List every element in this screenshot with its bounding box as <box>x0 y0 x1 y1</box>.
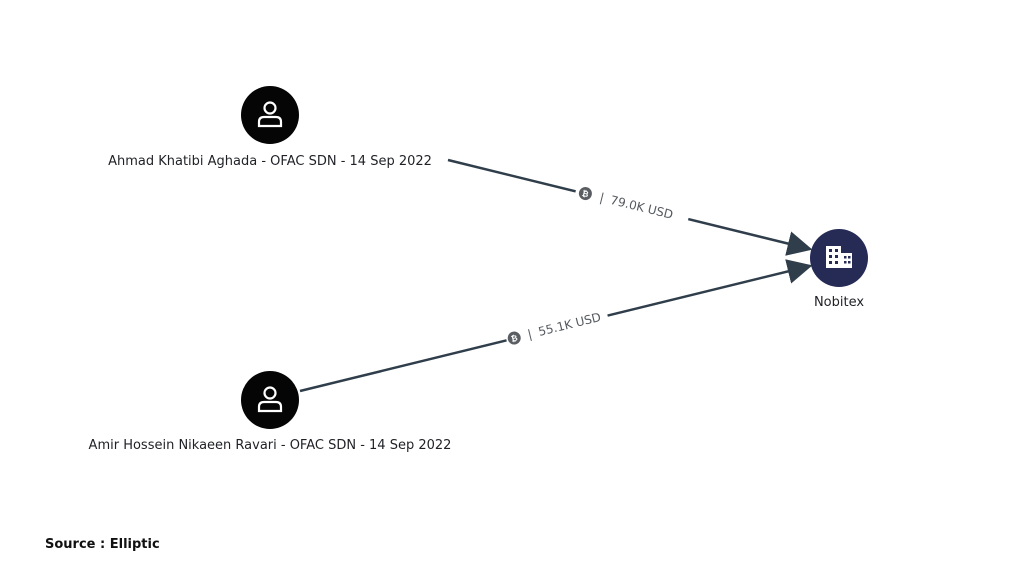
bitcoin-icon <box>578 187 592 201</box>
node-circle <box>241 371 299 429</box>
node-label: Nobitex <box>814 295 864 310</box>
svg-text:₿: ₿ <box>581 189 590 199</box>
edge-ahmad-to-nobitex[interactable]: ₿ | 79.0K USD <box>447 158 813 256</box>
edge-amir-to-nobitex[interactable]: ₿ | 55.1K USD <box>299 259 813 393</box>
source-caption: Source : Elliptic <box>45 537 160 552</box>
person-icon <box>257 101 283 128</box>
edge-label-group: ₿ | 55.1K USD <box>504 305 610 350</box>
building-icon <box>826 246 852 268</box>
node-person-ahmad[interactable]: Ahmad Khatibi Aghada - OFAC SDN - 14 Sep… <box>108 86 432 169</box>
edge-separator: | <box>598 190 605 205</box>
node-exchange-nobitex[interactable]: Nobitex <box>810 229 868 310</box>
node-circle <box>241 86 299 144</box>
person-icon <box>257 386 283 413</box>
svg-text:₿: ₿ <box>510 333 519 343</box>
node-label: Ahmad Khatibi Aghada - OFAC SDN - 14 Sep… <box>108 154 432 169</box>
node-person-amir[interactable]: Amir Hossein Nikaeen Ravari - OFAC SDN -… <box>89 371 452 453</box>
node-label: Amir Hossein Nikaeen Ravari - OFAC SDN -… <box>89 438 452 453</box>
bitcoin-icon <box>507 331 521 345</box>
edge-separator: | <box>526 327 533 342</box>
edge-label-group: ₿ | 79.0K USD <box>573 181 691 229</box>
